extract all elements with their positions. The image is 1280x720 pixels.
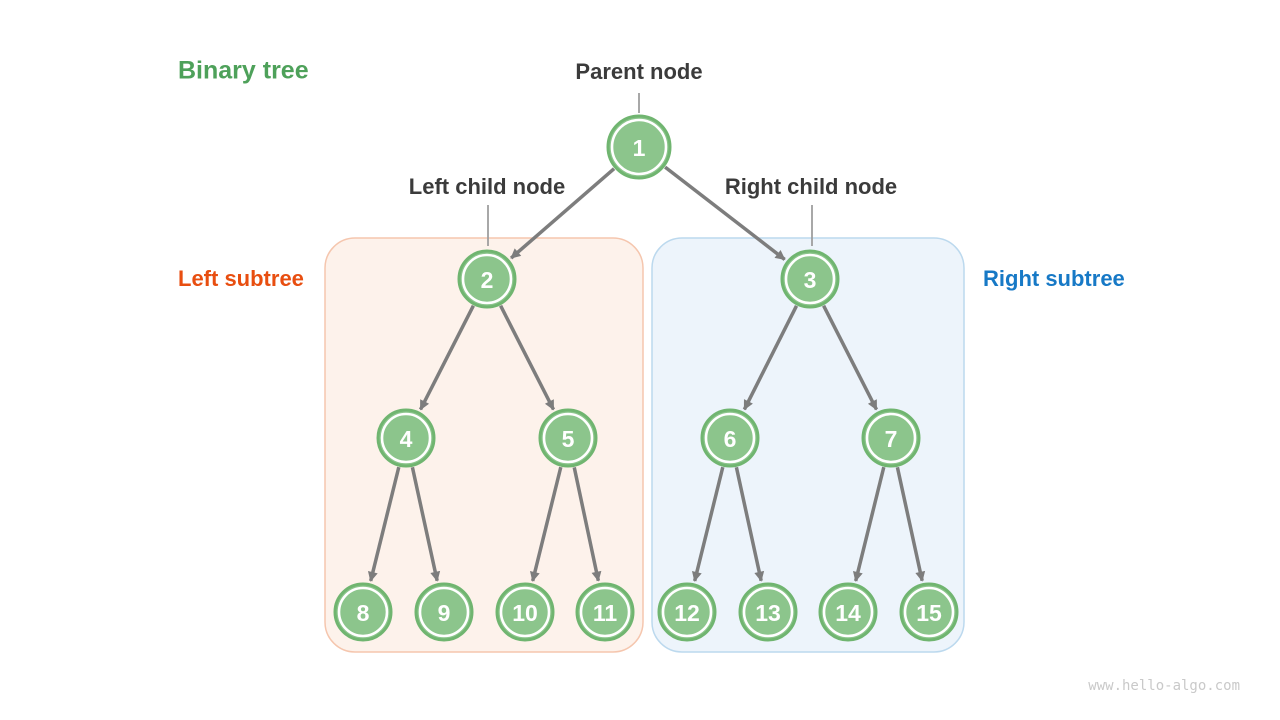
node-circle <box>780 249 840 309</box>
site-watermark: www.hello-algo.com <box>1088 678 1240 694</box>
tree-node-2: 2 <box>457 249 517 309</box>
tree-node-11: 11 <box>575 582 635 642</box>
node-value: 7 <box>885 426 898 452</box>
tree-node-12: 12 <box>657 582 717 642</box>
node-circle <box>538 408 598 468</box>
edge-1-2 <box>510 167 616 260</box>
tree-node-1: 1 <box>606 114 672 180</box>
edge-4-8 <box>367 466 401 582</box>
node-circle <box>738 582 798 642</box>
node-ring <box>784 253 836 305</box>
node-value: 3 <box>804 267 817 293</box>
parent-node-label: Parent node <box>575 59 703 84</box>
edge-1-3 <box>664 165 786 261</box>
node-value: 12 <box>674 600 700 626</box>
node-circle <box>414 582 474 642</box>
node-ring <box>380 412 432 464</box>
node-ring <box>661 586 713 638</box>
node-circle <box>457 249 517 309</box>
tree-node-6: 6 <box>700 408 760 468</box>
node-ring <box>337 586 389 638</box>
node-circle <box>899 582 959 642</box>
tree-node-13: 13 <box>738 582 798 642</box>
tree-node-15: 15 <box>899 582 959 642</box>
edge-5-10 <box>529 466 563 582</box>
node-circle <box>657 582 717 642</box>
node-circle <box>818 582 878 642</box>
node-circle <box>861 408 921 468</box>
tree-node-10: 10 <box>495 582 555 642</box>
right-subtree-box <box>651 237 965 653</box>
tree-node-14: 14 <box>818 582 878 642</box>
edge-7-14 <box>852 466 886 582</box>
node-ring <box>579 586 631 638</box>
node-ring <box>418 586 470 638</box>
tree-node-4: 4 <box>376 408 436 468</box>
tree-node-8: 8 <box>333 582 393 642</box>
node-value: 1 <box>633 135 646 161</box>
node-value: 13 <box>755 600 781 626</box>
edge-3-7 <box>822 304 879 411</box>
node-ring <box>610 118 668 176</box>
right-subtree-label: Right subtree <box>983 266 1125 291</box>
node-circle <box>700 408 760 468</box>
node-circle <box>495 582 555 642</box>
tree-node-5: 5 <box>538 408 598 468</box>
edge-6-13 <box>734 466 765 582</box>
node-circle <box>333 582 393 642</box>
node-ring <box>865 412 917 464</box>
tree-node-9: 9 <box>414 582 474 642</box>
tree-node-3: 3 <box>780 249 840 309</box>
edge-4-9 <box>410 466 441 582</box>
node-value: 10 <box>512 600 538 626</box>
node-value: 5 <box>562 426 575 452</box>
left-subtree-label: Left subtree <box>178 266 304 291</box>
edge-5-11 <box>572 466 602 582</box>
node-ring <box>704 412 756 464</box>
node-value: 8 <box>357 600 370 626</box>
node-circle <box>575 582 635 642</box>
edge-3-6 <box>742 305 799 411</box>
left-child-node-label: Left child node <box>408 174 566 199</box>
node-ring <box>742 586 794 638</box>
edge-6-12 <box>691 466 725 582</box>
node-value: 4 <box>400 426 413 452</box>
node-circle <box>606 114 672 180</box>
node-value: 14 <box>835 600 861 626</box>
node-value: 11 <box>593 600 618 626</box>
tree-node-7: 7 <box>861 408 921 468</box>
right-child-node-label: Right child node <box>724 174 898 199</box>
edge-7-15 <box>895 466 926 582</box>
node-value: 9 <box>438 600 451 626</box>
node-value: 6 <box>724 426 737 452</box>
node-value: 15 <box>916 600 942 626</box>
binary-tree-title: Binary tree <box>178 56 309 85</box>
left-subtree-box <box>324 237 644 653</box>
node-ring <box>499 586 551 638</box>
node-value: 2 <box>481 267 494 293</box>
node-ring <box>822 586 874 638</box>
node-ring <box>903 586 955 638</box>
edge-2-5 <box>499 304 556 411</box>
node-circle <box>376 408 436 468</box>
edge-2-4 <box>418 304 475 411</box>
node-ring <box>461 253 513 305</box>
node-ring <box>542 412 594 464</box>
